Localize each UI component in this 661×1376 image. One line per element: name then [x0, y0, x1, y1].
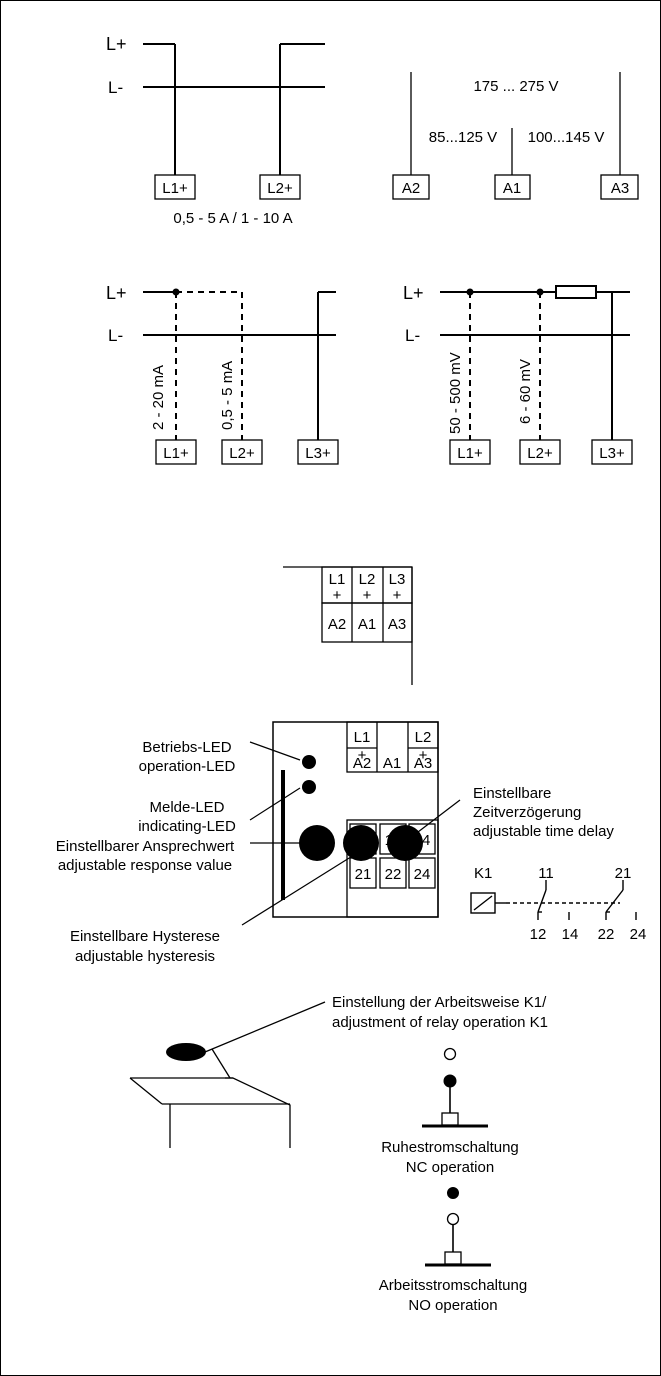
current-range-label: 0,5 - 5 A / 1 - 10 A	[173, 210, 292, 227]
fp-a3: A3	[414, 755, 432, 772]
operation-led-icon	[302, 755, 316, 769]
tb-a2: A2	[328, 616, 346, 633]
tb-plus-3: +	[393, 587, 402, 604]
relay-coil-label: K1	[474, 865, 492, 882]
junction-dot-mv-1	[466, 288, 474, 296]
hysteresis-label-de: Einstellbare Hysterese	[70, 928, 220, 945]
range-50-500mv: 50 - 500 mV	[447, 352, 464, 434]
mode-switch-icon[interactable]	[166, 1043, 206, 1061]
indicating-led-icon	[302, 780, 316, 794]
device-front-panel	[272, 721, 439, 918]
operation-title-de: Einstellung der Arbeitsweise K1/	[332, 994, 547, 1011]
fp-l2: L2	[415, 729, 432, 746]
terminal-l1-label: L1+	[163, 445, 189, 462]
l-minus-label-2: L-	[108, 326, 123, 345]
terminal-l1-box	[155, 439, 197, 465]
l-plus-label-3: L+	[403, 283, 424, 303]
aux-supply-diagram	[392, 72, 639, 200]
relay-pin-24: 24	[414, 866, 431, 883]
l-plus-label: L+	[106, 34, 127, 54]
response-value-knob[interactable]	[299, 825, 335, 861]
response-value-label-en: adjustable response value	[58, 857, 232, 874]
terminal-l2-box-mv	[519, 439, 561, 465]
no-label-en: NO operation	[408, 1297, 497, 1314]
junction-dot	[172, 288, 180, 296]
relay-contact-symbol	[470, 880, 637, 920]
terminal-l1-box-mv	[449, 439, 491, 465]
terminal-l3-box-mv	[591, 439, 633, 465]
l-minus-label-3: L-	[405, 326, 420, 345]
indicating-led-label-en: indicating-LED	[138, 818, 236, 835]
relay-pin-21: 21	[355, 866, 372, 883]
no-switch-icon	[425, 1187, 491, 1267]
tb-a3: A3	[388, 616, 406, 633]
current-input-diagram	[143, 43, 325, 175]
fp-plus-2: +	[419, 747, 428, 764]
relay-pin-label-24: 24	[630, 926, 647, 943]
voltage-range-high: 175 ... 275 V	[473, 78, 558, 95]
operation-led-label-en: operation-LED	[139, 758, 236, 775]
nc-label-de: Ruhestromschaltung	[381, 1139, 519, 1156]
terminal-a3: A3	[611, 180, 629, 197]
fp-a1: A1	[383, 755, 401, 772]
relay-pin-label-14: 14	[562, 926, 579, 943]
relay-pin-22: 22	[385, 866, 402, 883]
time-delay-label-de-1: Einstellbare	[473, 785, 551, 802]
terminal-l3-label-mv: L3+	[599, 445, 625, 462]
svg-text:L1+: L1+	[162, 180, 188, 197]
range-2-20ma: 2 - 20 mA	[150, 365, 167, 430]
terminal-l3-label: L3+	[305, 445, 331, 462]
fp-a2: A2	[353, 755, 371, 772]
tb-l1: L1	[329, 571, 346, 588]
time-delay-knob[interactable]	[387, 825, 423, 861]
terminal-a2: A2	[402, 180, 420, 197]
l-plus-label-2: L+	[106, 283, 127, 303]
voltage-range-low: 85...125 V	[429, 129, 497, 146]
range-0-5-5ma: 0,5 - 5 mA	[219, 361, 236, 430]
relay-pin-label-22: 22	[598, 926, 615, 943]
nc-label-en: NC operation	[406, 1159, 494, 1176]
terminal-block	[283, 566, 413, 685]
tb-plus-2: +	[363, 587, 372, 604]
tb-plus-1: +	[333, 587, 342, 604]
relay-pin-label-12: 12	[530, 926, 547, 943]
svg-text:L2+: L2+	[267, 180, 293, 197]
operation-title-en: adjustment of relay operation K1	[332, 1014, 548, 1031]
leader-lines	[241, 741, 461, 926]
fp-l1: L1	[354, 729, 371, 746]
tb-a1: A1	[358, 616, 376, 633]
millivolt-input-diagram	[440, 291, 630, 440]
relay-contact-21: 21	[615, 865, 632, 882]
terminal-l3-box	[297, 439, 339, 465]
tb-l3: L3	[389, 571, 406, 588]
shunt-resistor	[555, 285, 597, 299]
no-label-de: Arbeitsstromschaltung	[379, 1277, 527, 1294]
terminal-l2-box	[221, 439, 263, 465]
operation-led-label-de: Betriebs-LED	[142, 739, 231, 756]
indicating-led-label-de: Melde-LED	[149, 799, 224, 816]
terminal-l2-label-mv: L2+	[527, 445, 553, 462]
terminal-l2: L2+	[259, 174, 301, 200]
time-delay-label-en: adjustable time delay	[473, 823, 614, 840]
terminal-l2-label: L2+	[229, 445, 255, 462]
range-6-60mv: 6 - 60 mV	[517, 359, 534, 424]
voltage-range-mid: 100...145 V	[528, 129, 605, 146]
terminal-l1-label-mv: L1+	[457, 445, 483, 462]
time-delay-label-de-2: Zeitverzögerung	[473, 804, 581, 821]
milliamp-input-diagram	[143, 291, 336, 440]
hysteresis-label-en: adjustable hysteresis	[75, 948, 215, 965]
device-housing-sketch	[129, 1001, 326, 1148]
tb-l2: L2	[359, 571, 376, 588]
fp-plus-1: +	[358, 747, 367, 764]
hysteresis-knob[interactable]	[343, 825, 379, 861]
terminal-a1: A1	[503, 180, 521, 197]
relay-contact-11: 11	[538, 865, 554, 882]
terminal-l1: L1+	[154, 174, 196, 200]
junction-dot-mv-2	[536, 288, 544, 296]
response-value-label-de: Einstellbarer Ansprechwert	[56, 838, 235, 855]
nc-switch-icon	[422, 1047, 488, 1128]
l-minus-label: L-	[108, 78, 123, 97]
